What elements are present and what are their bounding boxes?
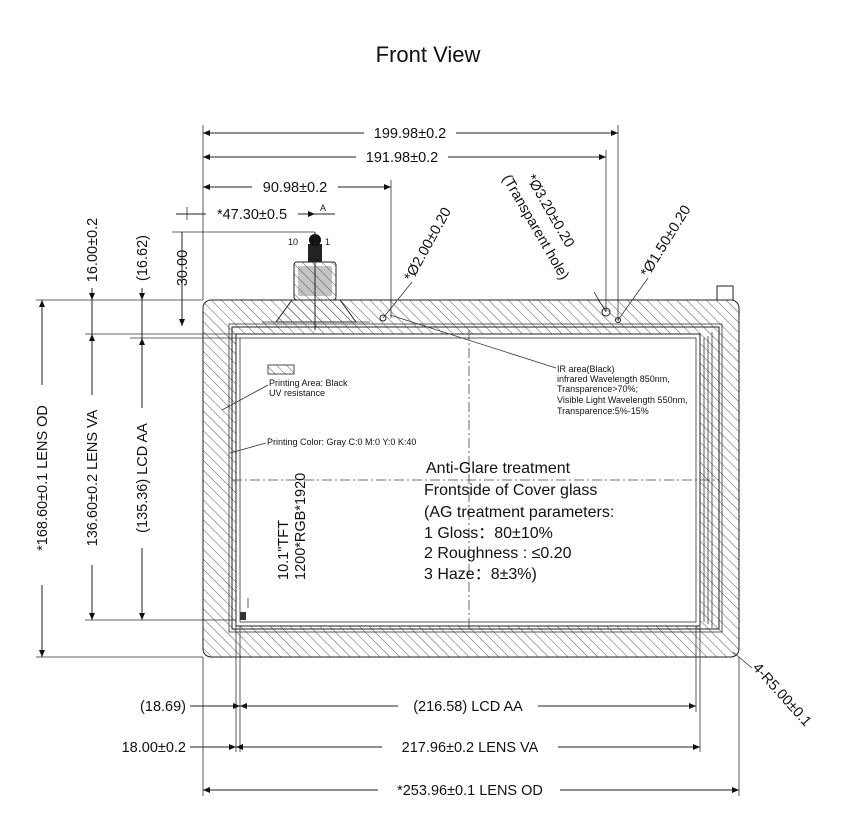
dim-18-69: (18.69)	[140, 699, 240, 715]
svg-text:Visible Light Wavelength 550nm: Visible Light Wavelength 550nm,	[557, 395, 688, 405]
svg-text:UV resistance: UV resistance	[269, 388, 325, 398]
svg-text:16.00±0.2: 16.00±0.2	[85, 218, 101, 282]
dim-lcd-aa-bottom: (216.58) LCD AA	[240, 697, 696, 715]
dim-corner-radius: 4-R5.00±0.1	[732, 651, 814, 730]
tft-spec-note: 10.1"TFT 1200*RGB*1920	[276, 473, 309, 580]
svg-text:4-R5.00±0.1: 4-R5.00±0.1	[749, 660, 814, 730]
svg-text:(216.58) LCD AA: (216.58) LCD AA	[413, 699, 523, 715]
svg-text:Printing Color: Gray C:0 M:0 Y: Printing Color: Gray C:0 M:0 Y:0 K:40	[267, 437, 416, 447]
svg-text:Transparence>70%;: Transparence>70%;	[557, 384, 638, 394]
fpc-pin-1-label: 1	[325, 237, 330, 247]
svg-text:*Ø1.50±0.20: *Ø1.50±0.20	[638, 203, 695, 280]
svg-text:(135.36) LCD AA: (135.36) LCD AA	[135, 423, 151, 533]
dim-hole-3-2mm: *Ø3.20±0.20 (Transparent hole)	[499, 172, 607, 313]
dim-lcd-aa-left: (135.36) LCD AA	[134, 338, 151, 620]
svg-text:136.60±0.2 LENS VA: 136.60±0.2 LENS VA	[85, 409, 101, 546]
cover-glass-outline	[202, 285, 740, 658]
dim-lens-va-bottom: 217.96±0.2 LENS VA	[236, 738, 700, 756]
svg-text:Frontside of Cover glass: Frontside of Cover glass	[424, 482, 597, 499]
dim-lens-va-top: 191.98±0.2	[203, 148, 606, 166]
svg-text:10.1"TFT: 10.1"TFT	[276, 520, 292, 580]
svg-text:1 Gloss：80±10%: 1 Gloss：80±10%	[424, 525, 553, 542]
svg-text:3 Haze：8±3%): 3 Haze：8±3%)	[424, 566, 537, 583]
svg-text:(18.69): (18.69)	[140, 699, 186, 715]
svg-text:*253.96±0.1 LENS OD: *253.96±0.1 LENS OD	[397, 783, 543, 799]
svg-text:Printing Area: Black: Printing Area: Black	[269, 378, 348, 388]
print-color-note: Printing Color: Gray C:0 M:0 Y:0 K:40	[229, 437, 416, 454]
svg-text:(16.62): (16.62)	[135, 235, 151, 281]
hole-2mm	[379, 314, 387, 322]
svg-text:217.96±0.2 LENS VA: 217.96±0.2 LENS VA	[402, 740, 539, 756]
dim-18-00: 18.00±0.2	[122, 740, 236, 756]
ir-area-note: IR area(Black) infrared Wavelength 850nm…	[389, 314, 688, 416]
svg-text:2 Roughness : ≤0.20: 2 Roughness : ≤0.20	[424, 545, 572, 562]
dim-lens-va-left: 136.60±0.2 LENS VA	[84, 334, 101, 620]
dim-lens-od-bottom: *253.96±0.1 LENS OD	[203, 781, 739, 799]
dim-47-30: *47.30±0.5 A	[176, 203, 335, 223]
view-title: Front View	[376, 42, 481, 67]
ag-treatment-note: Anti-Glare treatment Frontside of Cover …	[424, 460, 614, 583]
svg-text:30.00: 30.00	[175, 250, 191, 286]
dim-30-00: 30.00	[175, 232, 191, 326]
svg-text:191.98±0.2: 191.98±0.2	[366, 150, 438, 166]
dim-16-00: 16.00±0.2	[85, 218, 101, 334]
svg-text:Anti-Glare treatment: Anti-Glare treatment	[426, 460, 571, 477]
fpc-pin-10-label: 10	[288, 237, 298, 247]
dim-90-98: 90.98±0.2	[203, 178, 391, 196]
print-area-legend: Printing Area: Black UV resistance	[221, 364, 348, 411]
svg-text:A: A	[320, 203, 326, 213]
svg-text:infrared Wavelength 850nm,: infrared Wavelength 850nm,	[557, 374, 670, 384]
dim-lens-od-top: 199.98±0.2	[203, 124, 618, 142]
svg-text:*168.60±0.1 LENS OD: *168.60±0.1 LENS OD	[35, 405, 51, 551]
svg-text:Transparence:5%-15%: Transparence:5%-15%	[557, 406, 649, 416]
svg-text:90.98±0.2: 90.98±0.2	[263, 180, 327, 196]
svg-text:*47.30±0.5: *47.30±0.5	[217, 207, 287, 223]
svg-text:1200*RGB*1920: 1200*RGB*1920	[293, 473, 309, 580]
svg-text:*Ø2.00±0.20: *Ø2.00±0.20	[402, 205, 455, 284]
fpc-connector	[262, 232, 370, 330]
svg-text:199.98±0.2: 199.98±0.2	[374, 126, 446, 142]
dim-16-62: (16.62)	[135, 235, 151, 338]
svg-text:IR area(Black): IR area(Black)	[557, 364, 615, 374]
svg-text:18.00±0.2: 18.00±0.2	[122, 740, 186, 756]
dim-lens-od-left: *168.60±0.1 LENS OD	[34, 300, 51, 657]
svg-text:(AG treatment parameters:: (AG treatment parameters:	[424, 504, 614, 521]
pin-marker	[240, 598, 249, 620]
